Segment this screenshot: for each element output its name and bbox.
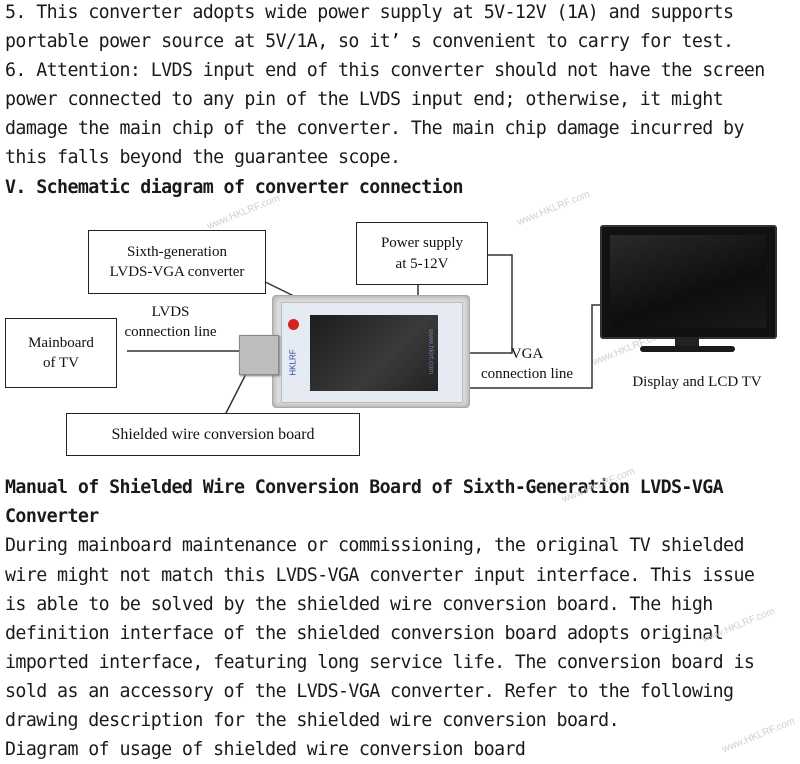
mainboard-label-line: Mainboard (28, 334, 94, 351)
manual-title-line: Manual of Shielded Wire Conversion Board… (5, 477, 724, 498)
converter-label-box: Sixth-generation LVDS-VGA converter (88, 230, 266, 294)
monitor-screen (600, 225, 777, 339)
shielded-board-label: Shielded wire conversion board (111, 425, 315, 443)
paragraph-line: this falls beyond the guarantee scope. (5, 147, 401, 168)
device-screen (310, 315, 438, 391)
monitor-base (640, 346, 735, 352)
manual-body-line: Diagram of usage of shielded wire conver… (5, 739, 526, 760)
converter-label-line: Sixth-generation (127, 243, 227, 260)
mainboard-label-line: of TV (43, 355, 79, 371)
paragraph-line: 6. Attention: LVDS input end of this con… (5, 60, 765, 81)
vga-label-line: connection line (480, 365, 574, 382)
power-supply-box: Power supply at 5-12V (356, 222, 488, 285)
manual-body-line: imported interface, featuring long servi… (5, 652, 755, 673)
manual-body-line: During mainboard maintenance or commissi… (5, 535, 744, 556)
power-label-line: Power supply (380, 235, 464, 252)
lvds-line-label: LVDS connection line (113, 303, 228, 342)
watermark: www.HKLRF.com (720, 715, 797, 756)
converter-label-line: LVDS-VGA converter (109, 264, 245, 280)
manual-body-line: drawing description for the shielded wir… (5, 710, 620, 731)
manual-body-line: is able to be solved by the shielded wir… (5, 594, 713, 615)
power-label-line: at 5-12V (395, 255, 449, 272)
vga-line-label: VGA connection line (468, 345, 586, 384)
converter-device: HKLRF www.hklrf.com (272, 295, 470, 408)
manual-body-line: definition interface of the shielded con… (5, 623, 724, 644)
lvds-label-line: LVDS (151, 304, 190, 320)
paragraph-line: 5. This converter adopts wide power supp… (5, 2, 734, 23)
display-label: Display and LCD TV (632, 374, 762, 390)
paragraph-line: portable power source at 5V/1A, so it’ s… (5, 31, 734, 52)
power-led-icon (288, 319, 299, 330)
monitor-stand (675, 337, 699, 346)
manual-title-line: Converter (5, 506, 99, 527)
manual-body-line: sold as an accessory of the LVDS-VGA con… (5, 681, 734, 702)
paragraph-line: damage the main chip of the converter. T… (5, 118, 744, 139)
section-heading: V. Schematic diagram of converter connec… (5, 177, 463, 198)
shielded-board-label-box: Shielded wire conversion board (66, 413, 360, 456)
device-side-text: www.hklrf.com (427, 328, 435, 375)
device-logo: HKLRF (288, 349, 298, 376)
lcd-monitor-icon (600, 225, 777, 355)
lvds-label-line: connection line (124, 323, 217, 340)
converter-panel: HKLRF www.hklrf.com (281, 302, 463, 403)
mainboard-box: Mainboard of TV (5, 318, 117, 388)
paragraph-line: power connected to any pin of the LVDS i… (5, 89, 724, 110)
shielded-board-icon (239, 335, 279, 375)
vga-label-line: VGA (510, 346, 544, 362)
connection-diagram: www.HKLRF.com www.HKLRF.com www.HKLRF.co… (0, 189, 800, 465)
manual-body-line: wire might not match this LVDS-VGA conve… (5, 565, 755, 586)
